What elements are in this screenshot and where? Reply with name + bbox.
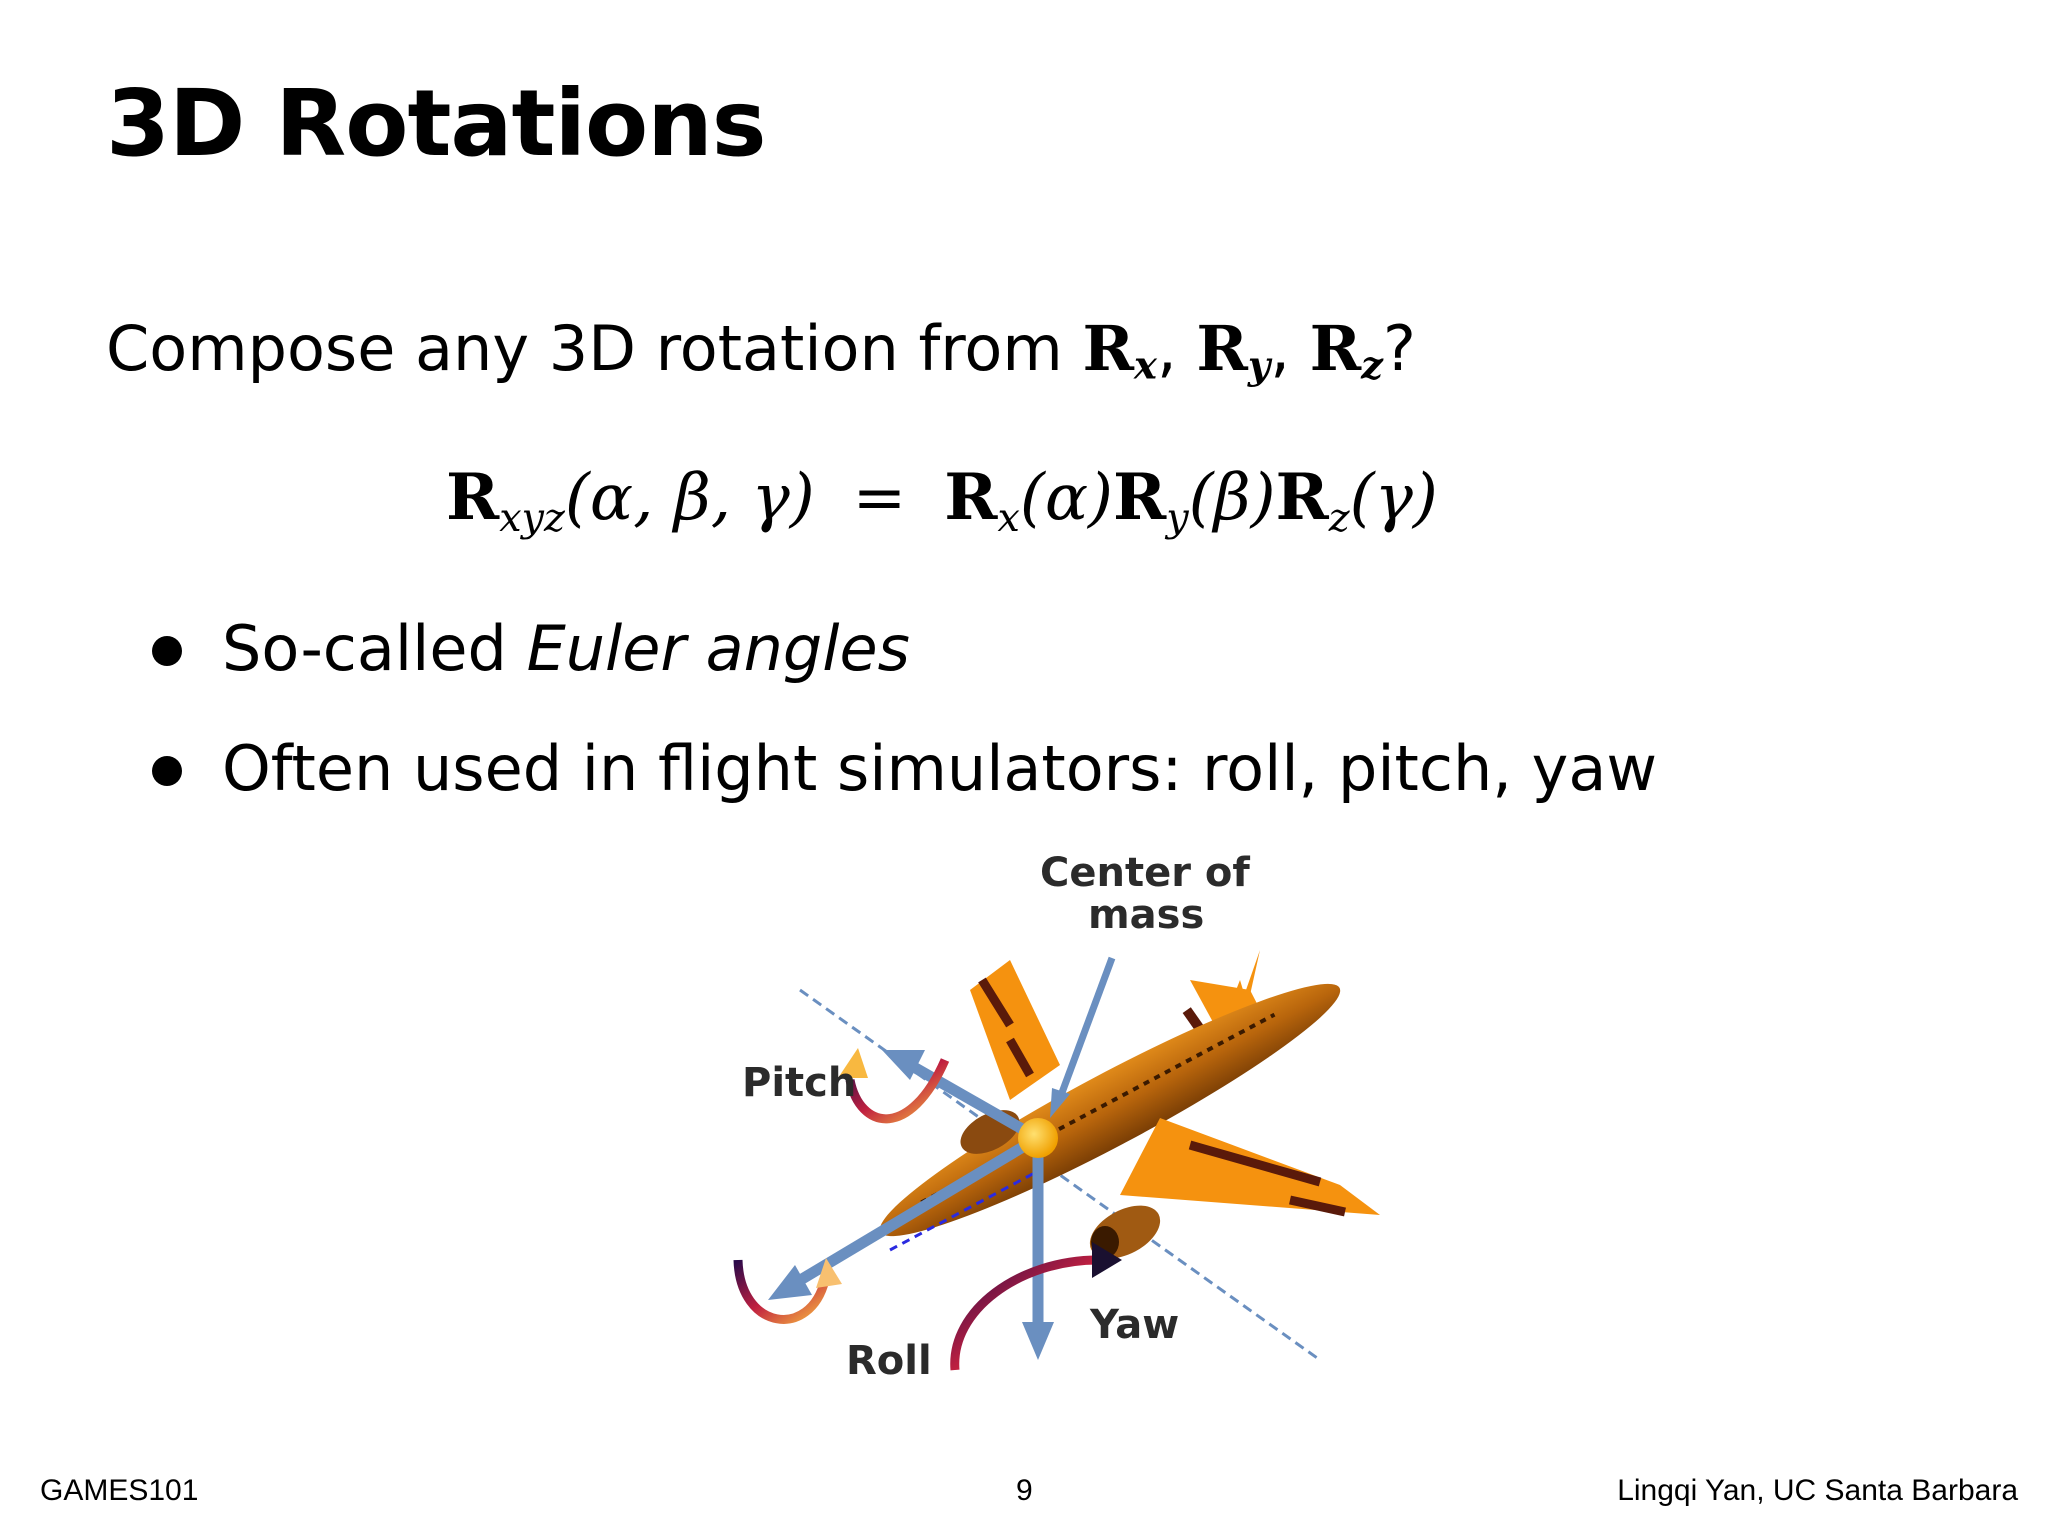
ry-sep: , xyxy=(1270,312,1310,385)
fuselage xyxy=(879,983,1341,1237)
question-line: Compose any 3D rotation from Rx, Ry, Rz? xyxy=(106,318,1416,386)
rx-sep: , xyxy=(1156,312,1197,385)
euler-equation: Rxyz(α, β, γ)=Rx(α)Ry(β)Rz(γ) xyxy=(446,466,1438,539)
pitch-axis-line xyxy=(799,988,1321,1362)
com-pointer-line xyxy=(1056,956,1116,1100)
rx-term: Rx xyxy=(1082,312,1157,389)
roll-curve-icon xyxy=(733,1259,830,1324)
ry-term: Ry xyxy=(1196,312,1271,389)
roll-axis-line xyxy=(889,1168,1041,1252)
roll-label: Roll xyxy=(846,1338,932,1384)
yaw-label: Yaw xyxy=(1089,1302,1179,1348)
eq-equals: = xyxy=(852,461,907,535)
eq-rhs-sub-3: z xyxy=(1328,494,1350,541)
question-text: Compose any 3D rotation from xyxy=(106,312,1083,385)
yaw-curve-arrowhead-icon xyxy=(1092,1242,1122,1278)
eq-rhs-sub-2: y xyxy=(1166,494,1189,541)
airplane-figure: Center of mass Pitch Roll Yaw xyxy=(720,840,1440,1400)
eq-rhs-arg-3: (γ) xyxy=(1349,461,1438,535)
slide-title: 3D Rotations xyxy=(106,70,766,177)
bullet-text: So-called xyxy=(222,612,527,685)
footer-page-number: 9 xyxy=(1016,1474,1033,1507)
rz-sep: ? xyxy=(1383,312,1416,385)
pitch-curve-icon xyxy=(845,1058,950,1124)
footer-author: Lingqi Yan, UC Santa Barbara xyxy=(1617,1474,2018,1507)
roll-arrowhead-icon xyxy=(768,1265,812,1300)
bullet-dot-icon xyxy=(152,636,182,666)
bullet-text: Often used in flight simulators: roll, p… xyxy=(222,732,1658,805)
pitch-label: Pitch xyxy=(742,1060,856,1106)
pitch-arrow xyxy=(902,1057,1041,1143)
yaw-curve-icon xyxy=(950,1255,1099,1371)
airplane-illustration: Center of mass Pitch Roll Yaw xyxy=(733,850,1380,1384)
eq-lhs-args: (α, β, γ) xyxy=(564,461,815,535)
bullet-emphasis: Euler angles xyxy=(526,612,910,685)
bullet-list: So-called Euler angles Often used in fli… xyxy=(152,612,1657,852)
eq-rhs-base-1: R xyxy=(944,460,998,535)
bullet-dot-icon xyxy=(152,756,182,786)
eq-rhs-arg-1: (α) xyxy=(1019,461,1113,535)
eq-rhs-arg-2: (β) xyxy=(1188,461,1276,535)
yaw-arrowhead-icon xyxy=(1022,1322,1054,1360)
pitch-arrowhead-icon xyxy=(882,1050,925,1080)
bullet-item: So-called Euler angles xyxy=(152,612,1657,732)
eq-rhs-sub-1: x xyxy=(997,494,1020,541)
eq-rhs-base-3: R xyxy=(1275,460,1329,535)
center-of-mass-label-2: mass xyxy=(1088,892,1204,938)
eq-lhs-base: R xyxy=(446,460,500,535)
rz-term: Rz xyxy=(1309,312,1383,389)
center-of-mass-ball xyxy=(1018,1118,1058,1158)
center-of-mass-label-1: Center of xyxy=(1040,850,1250,896)
eq-lhs-sub: xyz xyxy=(499,494,565,541)
roll-arrow xyxy=(789,1133,1041,1290)
eq-rhs-base-2: R xyxy=(1113,460,1167,535)
bullet-item: Often used in flight simulators: roll, p… xyxy=(152,732,1657,852)
footer-course: GAMES101 xyxy=(40,1474,199,1507)
